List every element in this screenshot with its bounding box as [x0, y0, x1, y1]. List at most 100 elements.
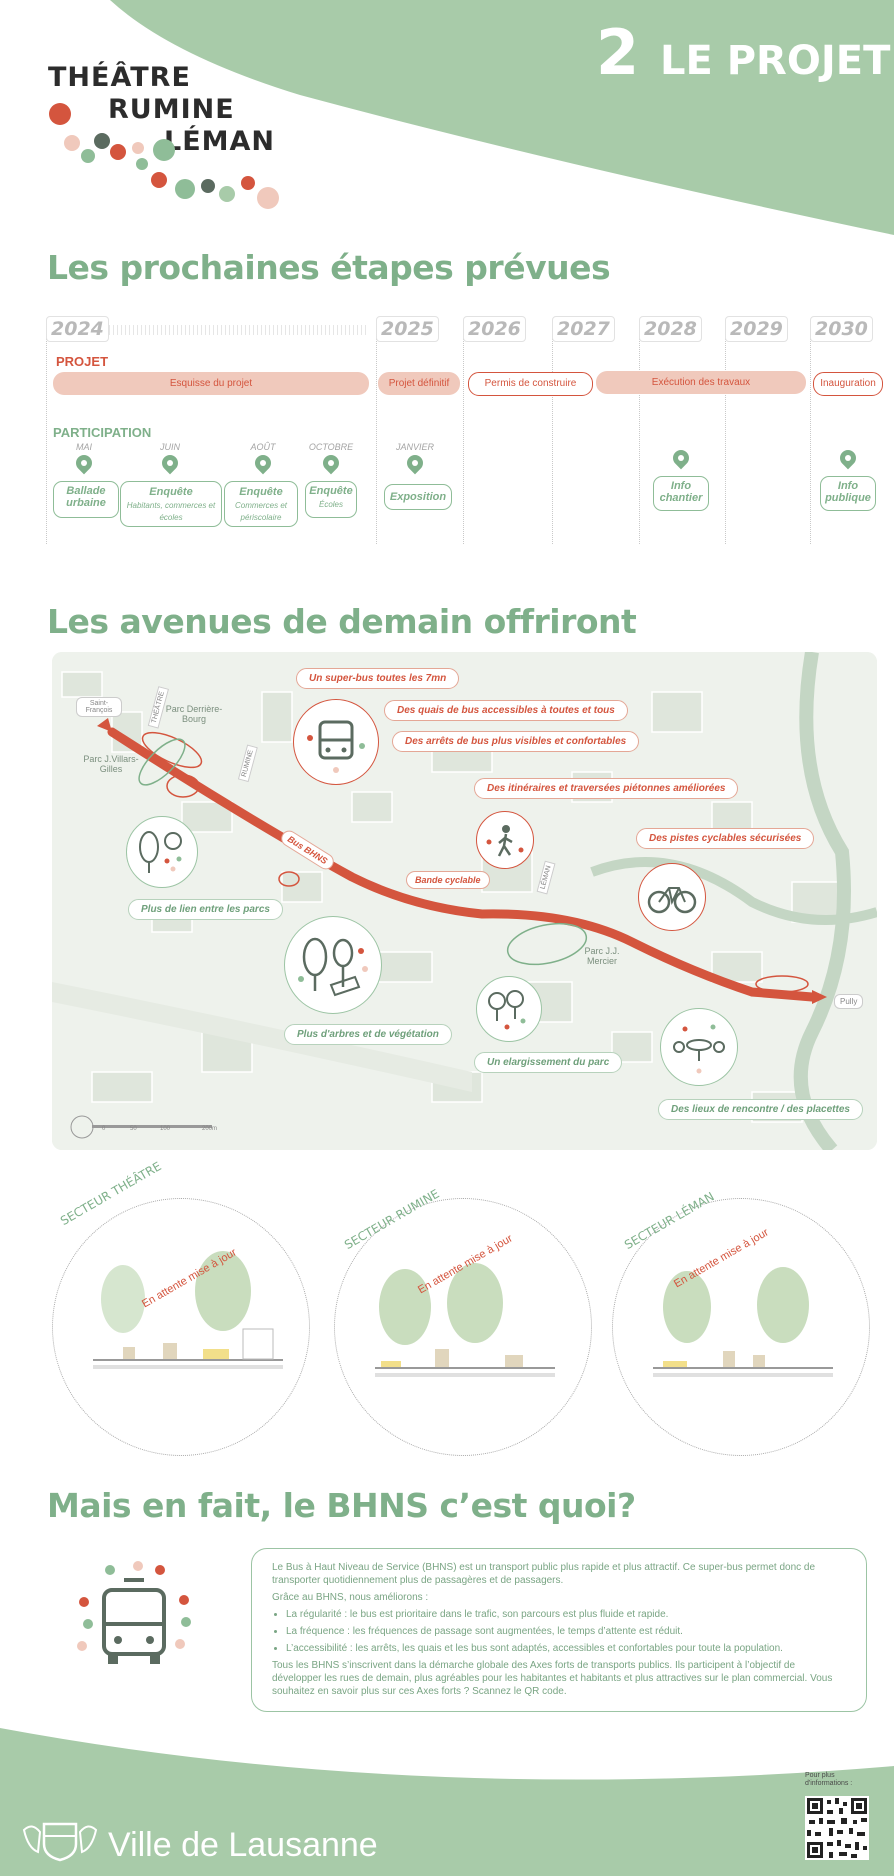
footer-green-shape: [0, 1728, 894, 1876]
projet-label: PROJET: [56, 354, 109, 369]
place-label: Saint-François: [76, 697, 122, 717]
street-section-drawing: [93, 1251, 283, 1369]
month-label: MAI: [75, 442, 92, 452]
guide-line: [552, 338, 553, 544]
year-2027: 2027: [552, 316, 615, 342]
city-name: Ville de Lausanne: [108, 1826, 378, 1864]
qr-code[interactable]: [805, 1796, 869, 1860]
location-pin-icon: [251, 451, 275, 475]
year-2028: 2028: [639, 316, 702, 342]
scale-200: 200m: [202, 1126, 218, 1132]
month-label: OCTOBRE: [308, 442, 354, 452]
location-pin-icon: [319, 451, 343, 475]
bhns-bullet: La régularité : le bus est prioritaire d…: [286, 1608, 846, 1621]
location-pin-icon: [836, 446, 860, 470]
sector-leman: [612, 1198, 870, 1456]
street-section-drawing: [653, 1267, 833, 1377]
bus-icon: [293, 699, 379, 785]
logo-line-1: THÉÂTRE: [48, 62, 191, 93]
bhns-route: [107, 727, 817, 1002]
logo-line-2: RUMINE: [108, 94, 235, 125]
section-number: 2: [596, 16, 640, 89]
feature-label: Des arrêts de bus plus visibles et confo…: [392, 731, 640, 752]
location-pin-icon: [72, 451, 96, 475]
street-section-drawing: [375, 1263, 555, 1377]
projet-item: Esquisse du projet: [53, 372, 369, 395]
participation-title: Enquête: [149, 486, 193, 498]
projet-item: Projet définitif: [378, 372, 460, 395]
bhns-outro: Tous les BHNS s’inscrivent dans la démar…: [272, 1660, 833, 1697]
location-pin-icon: [403, 451, 427, 475]
participation-title: Ballade urbaine: [66, 485, 106, 509]
section-title: LE PROJET: [660, 38, 891, 84]
logo-dots: [49, 103, 279, 209]
sector-theatre: [52, 1198, 310, 1456]
year-2025: 2025: [376, 316, 439, 342]
bhns-bullet: L’accessibilité : les arrêts, les quais …: [286, 1642, 846, 1655]
location-pin-icon: [669, 446, 693, 470]
year-2024: 2024: [46, 316, 109, 342]
guide-line: [725, 338, 726, 544]
feature-label: Des lieux de rencontre / des placettes: [658, 1099, 863, 1120]
feature-label: Des quais de bus accessibles à toutes et…: [384, 700, 628, 721]
projet-item: Inauguration: [813, 372, 883, 396]
timeline-title: Les prochaines étapes prévues: [47, 248, 611, 287]
guide-line: [463, 338, 464, 544]
bhns-bullet: La fréquence : les fréquences de passage…: [286, 1625, 846, 1638]
month-label: AOÛT: [250, 442, 276, 452]
feature-label: Plus d'arbres et de végétation: [284, 1024, 452, 1045]
header-green-shape: [110, 0, 894, 235]
guide-line: [46, 338, 47, 544]
guide-line: [810, 338, 811, 544]
month-label: JANVIER: [395, 442, 434, 452]
feature-label: Un super-bus toutes les 7mn: [296, 668, 460, 689]
participation-item: Exposition: [384, 484, 452, 510]
location-pin-icon: [158, 451, 182, 475]
place-label: Parc J.Villars-Gilles: [83, 754, 139, 774]
participation-label: PARTICIPATION: [53, 425, 152, 440]
scale-0: 0: [102, 1126, 106, 1132]
bhns-title: Mais en fait, le BHNS c’est quoi?: [47, 1486, 636, 1525]
scale-100: 100: [160, 1126, 171, 1132]
participation-title: Info chantier: [659, 480, 703, 504]
scale-50: 50: [130, 1126, 137, 1132]
guide-line: [376, 338, 377, 544]
year-2029: 2029: [725, 316, 788, 342]
guide-line: [639, 338, 640, 544]
sector-rumine: [334, 1198, 592, 1456]
participation-item: Info publique: [820, 476, 876, 511]
participation-title: Enquête: [239, 486, 283, 498]
map-title: Les avenues de demain offriront: [47, 602, 637, 641]
timeline-track: [105, 325, 367, 335]
park-icon: [126, 816, 198, 888]
bhns-lead: Grâce au BHNS, nous améliorons :: [272, 1592, 429, 1603]
participation-title: Exposition: [389, 491, 447, 503]
place-label: Pully: [834, 994, 864, 1009]
pedestrian-icon: [476, 811, 534, 869]
participation-item: Ballade urbaine: [53, 481, 119, 518]
feature-label: Plus de lien entre les parcs: [128, 899, 283, 920]
projet-item: Exécution des travaux: [596, 371, 806, 394]
participation-detail: Commerces et périscolaire: [234, 501, 287, 522]
qr-caption: Pour plus d'informations :: [805, 1772, 853, 1787]
bicycle-icon: [638, 863, 706, 931]
place-label: Parc J.J. Mercier: [584, 946, 620, 966]
lausanne-coat-of-arms-icon: [22, 1822, 98, 1862]
feature-label: Bande cyclable: [406, 871, 490, 889]
trees-icon: [476, 976, 542, 1042]
participation-detail: Habitants, commerces et écoles: [126, 501, 216, 522]
logo-line-3: LÉMAN: [164, 126, 276, 157]
projet-item: Permis de construire: [468, 372, 593, 396]
participation-title: Info publique: [825, 480, 871, 504]
year-2026: 2026: [463, 316, 526, 342]
month-label: JUIN: [160, 442, 180, 452]
year-2030: 2030: [810, 316, 873, 342]
bus-icon: [77, 1561, 191, 1664]
participation-title: Enquête: [309, 485, 353, 497]
logo: THÉÂTRE RUMINE LÉMAN: [46, 62, 286, 212]
place-label: Parc Derrière-Bourg: [165, 704, 223, 724]
map: 0 50 100 200m Saint-François Parc Derriè…: [52, 652, 877, 1150]
feature-label: Des itinéraires et traversées piétonnes …: [474, 778, 739, 799]
